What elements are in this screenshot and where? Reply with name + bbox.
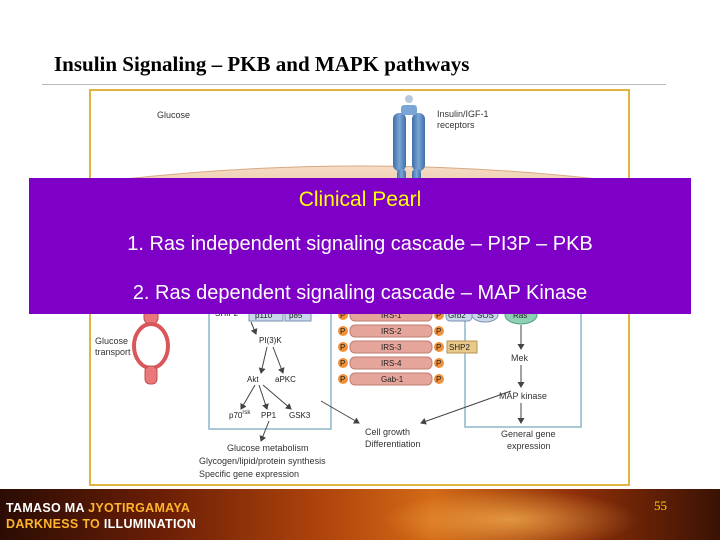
clinical-pearl-box: Clinical Pearl 1. Ras independent signal… xyxy=(29,178,691,314)
specific-gene-label: Specific gene expression xyxy=(199,469,299,479)
p-left-3: P xyxy=(340,343,345,352)
apkc-label: aPKC xyxy=(275,375,296,384)
glucose-label: Glucose xyxy=(157,110,190,120)
motto-line2-part1: DARKNESS TO xyxy=(6,517,104,531)
general-gene-line2: expression xyxy=(507,441,551,451)
footer-motto-line2: DARKNESS TO ILLUMINATION xyxy=(6,517,196,531)
p-left-2: P xyxy=(340,327,345,336)
glucose-transport-line1: Glucose xyxy=(95,336,128,346)
glucose-transport-line2: transport xyxy=(95,347,131,357)
map-kinase-label: MAP kinase xyxy=(499,391,547,401)
p-right-3: P xyxy=(436,343,441,352)
cell-growth-line1: Cell growth xyxy=(365,427,410,437)
synthesis-label: Glycogen/lipid/protein synthesis xyxy=(199,456,326,466)
cell-growth-line2: Differentiation xyxy=(365,439,420,449)
motto-line1-part2: JYOTIRGAMAYA xyxy=(88,501,191,515)
slide-title: Insulin Signaling – PKB and MAPK pathway… xyxy=(54,52,470,76)
general-gene-line1: General gene xyxy=(501,429,556,439)
p-left-5: P xyxy=(340,375,345,384)
pi3k-label: PI(3)K xyxy=(259,336,282,345)
p-right-5: P xyxy=(436,375,441,384)
mek-label: Mek xyxy=(511,353,529,363)
p110-label: p110 xyxy=(255,311,273,320)
gsk3-label: GSK3 xyxy=(289,411,311,420)
p-left-4: P xyxy=(340,359,345,368)
footer-glow xyxy=(380,489,640,540)
shp2-box xyxy=(446,340,478,354)
p85-label: p85 xyxy=(289,311,303,320)
grb2-label: Grb2 xyxy=(448,311,466,320)
title-divider xyxy=(42,84,666,85)
mapk-pathway-box xyxy=(464,308,582,428)
shp2-label: SHP2 xyxy=(449,343,470,352)
irs3-label: IRS-3 xyxy=(381,343,402,352)
irs1-label: IRS-1 xyxy=(381,311,402,320)
p-left-1: P xyxy=(340,311,345,320)
receptor-label-line2: receptors xyxy=(437,120,475,130)
p70-label: p70rsk xyxy=(229,410,251,420)
sos-label: SOS xyxy=(477,311,494,320)
receptor-label-line1: Insulin/IGF-1 xyxy=(437,109,489,119)
glucose-metabolism-label: Glucose metabolism xyxy=(227,443,309,453)
irs-column: IRS-1 IRS-2 IRS-3 IRS-4 Gab-1 P P P P P … xyxy=(338,308,444,386)
motto-line1-part1: TAMASO MA xyxy=(6,501,89,515)
gab1-label: Gab-1 xyxy=(381,375,404,384)
p-right-2: P xyxy=(436,327,441,336)
clinical-pearl-title: Clinical Pearl xyxy=(298,188,422,211)
ras-label: Ras xyxy=(513,311,527,320)
p-right-1: P xyxy=(436,311,441,320)
akt-label: Akt xyxy=(247,375,259,384)
p-right-4: P xyxy=(436,359,441,368)
page-number: 55 xyxy=(654,498,667,513)
irs4-label: IRS-4 xyxy=(381,359,402,368)
clinical-pearl-item-2: 2. Ras dependent signaling cascade – MAP… xyxy=(132,282,588,304)
irs2-label: IRS-2 xyxy=(381,327,402,336)
pp1-label: PP1 xyxy=(261,411,277,420)
motto-line2-part2: ILLUMINATION xyxy=(103,517,197,531)
clinical-pearl-item-1: 1. Ras independent signaling cascade – P… xyxy=(127,233,593,255)
footer-motto-line1: TAMASO MA JYOTIRGAMAYA xyxy=(6,501,190,515)
